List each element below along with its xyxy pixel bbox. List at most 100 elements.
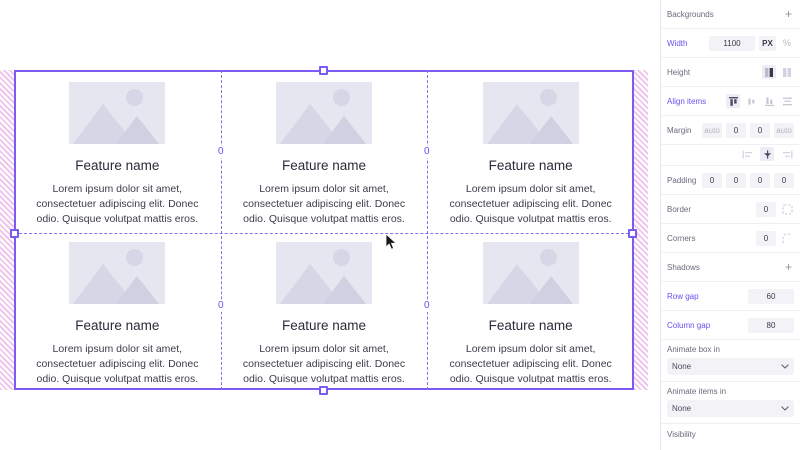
- margin-label: Margin: [667, 125, 692, 135]
- panel-row-column-gap[interactable]: Column gap 80: [661, 311, 800, 340]
- feature-card-title: Feature name: [75, 318, 160, 333]
- feature-cards-grid: Feature name Lorem ipsum dolor sit amet,…: [14, 70, 634, 390]
- properties-panel[interactable]: Backgrounds + Width 1100 PX % Height Ali…: [660, 0, 800, 450]
- panel-row-corners[interactable]: Corners 0: [661, 224, 800, 253]
- padding-right-input[interactable]: 0: [774, 172, 794, 188]
- margin-align-controls[interactable]: [661, 145, 800, 166]
- animate-box-in-select[interactable]: None: [667, 358, 794, 375]
- feature-card[interactable]: Feature name Lorem ipsum dolor sit amet,…: [14, 230, 221, 390]
- feature-card-body: Lorem ipsum dolor sit amet, consectetuer…: [449, 343, 612, 385]
- padding-bottom-input[interactable]: 0: [750, 172, 770, 188]
- image-placeholder-mountain-icon: [69, 82, 166, 144]
- chevron-down-icon: [781, 406, 789, 411]
- resize-handle-left[interactable]: [10, 229, 19, 238]
- width-unit-px-button[interactable]: PX: [759, 35, 776, 51]
- resize-handle-right[interactable]: [628, 229, 637, 238]
- height-auto-icon[interactable]: [762, 65, 776, 79]
- align-bottom-icon[interactable]: [762, 94, 776, 108]
- animate-items-in-value: None: [672, 404, 692, 413]
- animate-box-in-label: Animate box in: [667, 345, 720, 354]
- image-placeholder-mountain-icon: [275, 242, 372, 304]
- margin-top-input[interactable]: 0: [726, 122, 746, 138]
- feature-card-body: Lorem ipsum dolor sit amet, consectetuer…: [449, 183, 612, 225]
- panel-row-margin[interactable]: Margin auto 0 0 auto: [661, 116, 800, 145]
- column-gap-input[interactable]: 80: [748, 317, 794, 333]
- panel-row-animate-items-in[interactable]: Animate items in None: [661, 382, 800, 424]
- chevron-down-icon: [781, 364, 789, 369]
- feature-card-body: Lorem ipsum dolor sit amet, consectetuer…: [36, 343, 199, 385]
- padding-top-input[interactable]: 0: [726, 172, 746, 188]
- align-items-label: Align items: [667, 96, 707, 106]
- column-gutter-guide-1: [221, 70, 222, 390]
- height-fixed-icon[interactable]: [780, 65, 794, 79]
- align-top-icon[interactable]: [726, 94, 740, 108]
- margin-align-left-icon[interactable]: [740, 147, 754, 161]
- add-shadow-icon[interactable]: +: [784, 260, 792, 274]
- feature-card-title: Feature name: [281, 318, 367, 333]
- image-placeholder-mountain-icon: [482, 82, 579, 144]
- padding-label: Padding: [667, 175, 697, 185]
- height-label: Height: [667, 67, 691, 77]
- feature-card-body: Lorem ipsum dolor sit amet, consectetuer…: [242, 343, 406, 385]
- gap-label-column-2-bottom: 0: [423, 300, 431, 312]
- panel-row-height[interactable]: Height: [661, 58, 800, 87]
- design-canvas[interactable]: 0 0 0 0 Feature name Lorem ipsum dolor s…: [0, 0, 660, 450]
- feature-card[interactable]: Feature name Lorem ipsum dolor sit amet,…: [221, 230, 428, 390]
- padding-left-input[interactable]: 0: [702, 172, 722, 188]
- feature-card-title: Feature name: [281, 158, 367, 173]
- feature-card-title: Feature name: [488, 158, 573, 173]
- image-placeholder-mountain-icon: [69, 242, 166, 304]
- panel-row-visibility: Visibility: [661, 424, 800, 444]
- visibility-buttons[interactable]: [661, 444, 800, 450]
- animate-items-in-select[interactable]: None: [667, 400, 794, 417]
- margin-hatch-left: [0, 70, 14, 390]
- panel-row-padding[interactable]: Padding 0 0 0 0: [661, 166, 800, 195]
- visibility-label: Visibility: [667, 429, 696, 439]
- add-background-icon[interactable]: +: [784, 7, 792, 21]
- shadows-label: Shadows: [667, 262, 700, 272]
- width-input[interactable]: 1100: [709, 35, 755, 51]
- panel-row-border[interactable]: Border 0: [661, 195, 800, 224]
- resize-handle-top[interactable]: [319, 66, 328, 75]
- mouse-cursor-icon: [386, 234, 398, 252]
- width-label: Width: [667, 38, 688, 48]
- animate-items-in-label: Animate items in: [667, 387, 727, 396]
- gap-label-column-2-top: 0: [423, 146, 431, 158]
- feature-card[interactable]: Feature name Lorem ipsum dolor sit amet,…: [14, 70, 221, 230]
- resize-handle-bottom[interactable]: [319, 386, 328, 395]
- gap-label-column-1-top: 0: [217, 146, 225, 158]
- feature-card[interactable]: Feature name Lorem ipsum dolor sit amet,…: [427, 230, 634, 390]
- panel-row-row-gap[interactable]: Row gap 60: [661, 282, 800, 311]
- corners-radius-input[interactable]: 0: [756, 230, 776, 246]
- width-unit-percent-icon[interactable]: %: [782, 38, 791, 48]
- row-gap-label: Row gap: [667, 291, 699, 301]
- margin-left-input[interactable]: auto: [702, 122, 722, 138]
- image-placeholder-mountain-icon: [482, 242, 579, 304]
- feature-card-body: Lorem ipsum dolor sit amet, consectetuer…: [242, 183, 406, 225]
- feature-card-title: Feature name: [488, 318, 573, 333]
- border-width-input[interactable]: 0: [756, 201, 776, 217]
- margin-hatch-right: [634, 70, 648, 390]
- panel-row-width[interactable]: Width 1100 PX %: [661, 29, 800, 58]
- feature-card[interactable]: Feature name Lorem ipsum dolor sit amet,…: [221, 70, 428, 230]
- feature-card-body: Lorem ipsum dolor sit amet, consectetuer…: [36, 183, 199, 225]
- panel-row-animate-box-in[interactable]: Animate box in None: [661, 340, 800, 382]
- margin-align-right-icon[interactable]: [780, 147, 794, 161]
- align-stretch-icon[interactable]: [780, 94, 794, 108]
- row-gutter-guide-1: [14, 233, 634, 234]
- row-gap-input[interactable]: 60: [748, 288, 794, 304]
- margin-align-center-icon[interactable]: [760, 147, 774, 161]
- border-style-icon[interactable]: [780, 202, 794, 216]
- feature-card[interactable]: Feature name Lorem ipsum dolor sit amet,…: [427, 70, 634, 230]
- align-center-icon[interactable]: [744, 94, 758, 108]
- panel-row-shadows[interactable]: Shadows +: [661, 253, 800, 282]
- image-placeholder-mountain-icon: [275, 82, 372, 144]
- corner-radius-icon[interactable]: [780, 231, 794, 245]
- margin-right-input[interactable]: auto: [774, 122, 794, 138]
- panel-row-backgrounds[interactable]: Backgrounds +: [661, 0, 800, 29]
- panel-row-align-items[interactable]: Align items: [661, 87, 800, 116]
- margin-bottom-input[interactable]: 0: [750, 122, 770, 138]
- gap-label-column-1-bottom: 0: [217, 300, 225, 312]
- column-gap-label: Column gap: [667, 320, 711, 330]
